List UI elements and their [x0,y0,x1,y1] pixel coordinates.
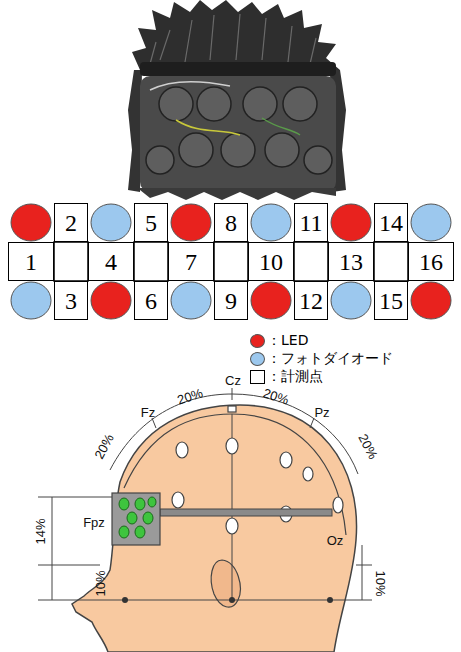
point-number: 15 [379,289,403,313]
measurement-point-box: 14 [374,203,408,242]
measurement-point-box: 3 [54,281,88,320]
point-number: 12 [299,289,323,313]
point-number: 14 [379,211,403,235]
measurement-point-box: 11 [294,203,328,242]
point-number: 3 [65,289,77,313]
electrode-label: Pz [312,405,331,420]
point-number: 5 [145,211,157,235]
electrode-label: Oz [325,533,346,548]
dimension-label: 20% [259,384,292,408]
dimension-label: 10% [373,568,388,598]
measurement-point-box: 9 [214,281,248,320]
dimension-label: 20% [90,429,117,463]
dimension-label: 10% [93,568,108,598]
measurement-point-box: 12 [294,281,328,320]
point-number: 9 [225,289,237,313]
legend-swatch [250,352,265,366]
legend-swatch [250,334,265,348]
dimension-label: 20% [354,429,381,463]
measurement-point-box: 15 [374,281,408,320]
point-number: 2 [65,211,77,235]
electrode-label: Fz [139,405,157,420]
legend-text: ：計測点 [267,369,323,384]
measurement-point-box: 10 [248,242,294,281]
point-number: 10 [259,250,283,274]
measurement-point-box: 5 [134,203,168,242]
measurement-point-box: 1 [8,242,54,281]
measurement-point-box: 4 [88,242,134,281]
dimension-label: 14% [33,516,48,546]
point-number: 4 [105,250,117,274]
point-number: 7 [185,250,197,274]
point-number: 6 [145,289,157,313]
legend-row: ：計測点 [250,369,323,384]
point-number: 1 [25,250,37,274]
electrode-label: Fpz [81,515,107,530]
measurement-point-box: 2 [54,203,88,242]
measurement-point-box: 6 [134,281,168,320]
point-number: 8 [225,211,237,235]
measurement-point-box: 7 [168,242,214,281]
legend-text: ：フォトダイオード [267,351,393,366]
legend-row: ：フォトダイオード [250,351,393,366]
legend-swatch [250,370,265,384]
dimension-label: 20% [173,384,206,408]
electrode-label: Cz [223,373,243,388]
point-number: 11 [299,211,322,235]
point-number: 13 [339,250,363,274]
legend-text: ：LED [267,333,308,348]
measurement-point-box: 16 [408,242,454,281]
measurement-point-box: 8 [214,203,248,242]
point-number: 16 [419,250,443,274]
legend-row: ：LED [250,333,308,348]
measurement-point-box: 13 [328,242,374,281]
